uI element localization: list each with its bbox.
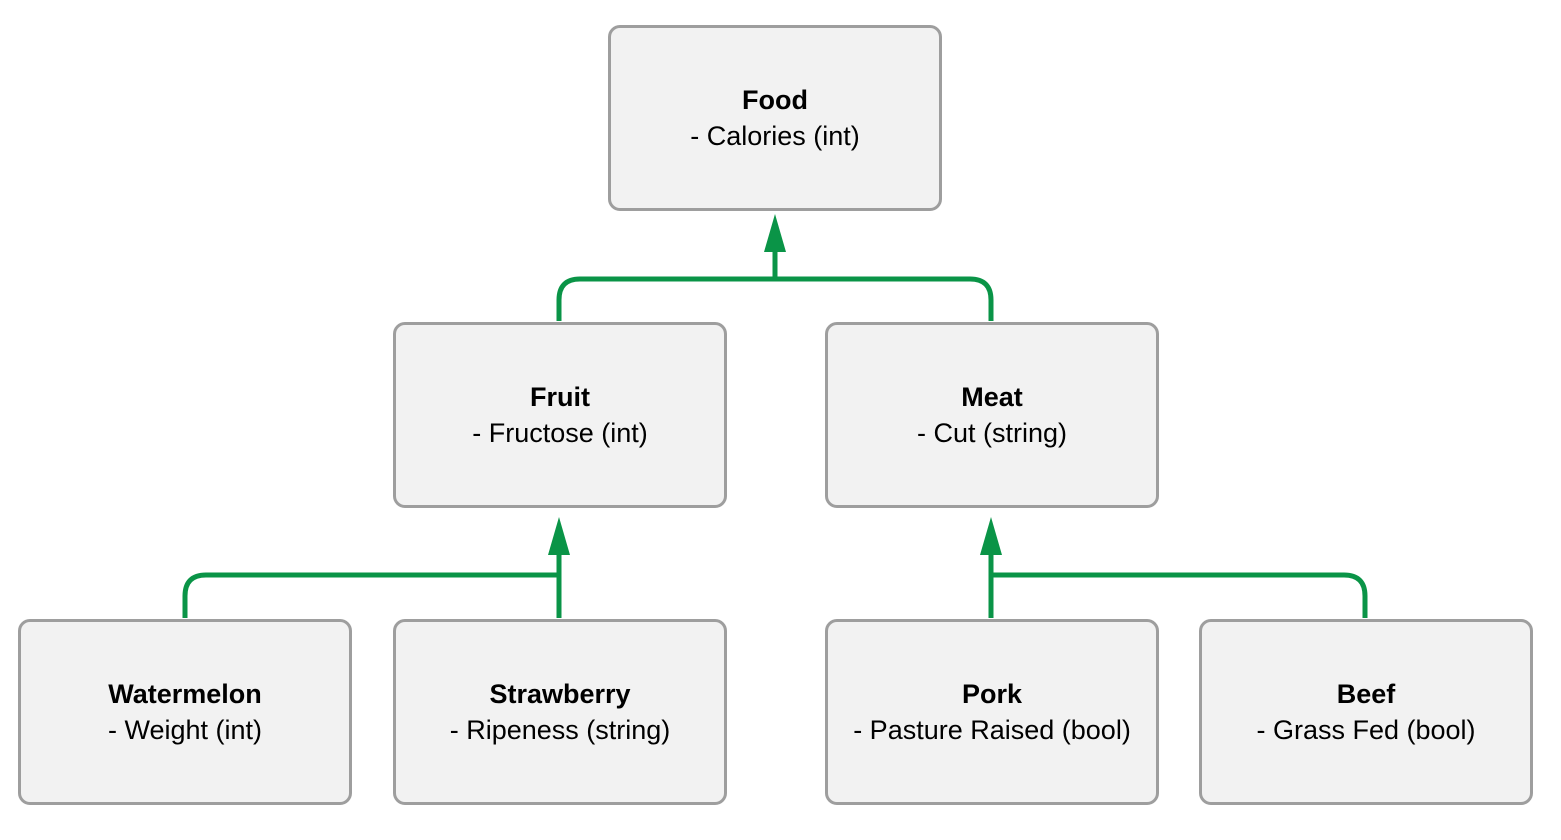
class-title-food: Food: [742, 85, 808, 115]
class-title-strawberry: Strawberry: [489, 679, 631, 709]
class-title-watermelon: Watermelon: [108, 679, 262, 709]
class-attribute-beef: - Grass Fed (bool): [1256, 715, 1476, 745]
class-attribute-food: - Calories (int): [690, 121, 860, 151]
class-attribute-pork: - Pasture Raised (bool): [853, 715, 1131, 745]
class-attribute-watermelon: - Weight (int): [107, 715, 263, 745]
arrowhead-fruit: [548, 517, 570, 555]
class-box-pork: Pork - Pasture Raised (bool): [825, 619, 1159, 805]
class-attribute-meat: - Cut (string): [916, 418, 1068, 448]
connector-fruit-to-food: [556, 276, 994, 321]
connector-watermelon-to-fruit: [182, 572, 559, 618]
arrowhead-meat: [980, 517, 1002, 555]
class-box-beef: Beef - Grass Fed (bool): [1199, 619, 1533, 805]
class-title-pork: Pork: [961, 679, 1023, 709]
class-box-strawberry: Strawberry - Ripeness (string): [393, 619, 727, 805]
class-box-watermelon: Watermelon - Weight (int): [18, 619, 352, 805]
class-attribute-strawberry: - Ripeness (string): [449, 715, 671, 745]
class-title-fruit: Fruit: [530, 382, 590, 412]
class-title-beef: Beef: [1336, 679, 1396, 709]
arrowhead-food: [764, 214, 786, 252]
class-box-meat: Meat - Cut (string): [825, 322, 1159, 508]
class-box-fruit: Fruit - Fructose (int): [393, 322, 727, 508]
class-attribute-fruit: - Fructose (int): [472, 418, 648, 448]
class-box-food: Food - Calories (int): [608, 25, 942, 211]
class-title-meat: Meat: [961, 382, 1023, 412]
connector-beef-to-meat: [991, 572, 1368, 618]
